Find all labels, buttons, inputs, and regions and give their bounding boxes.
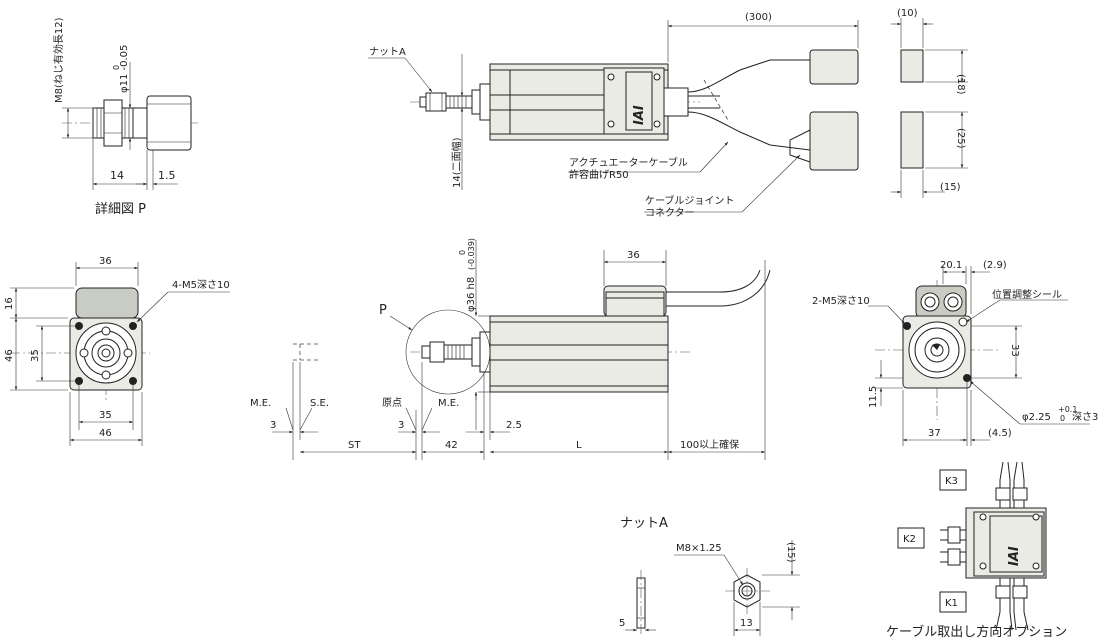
k2-box: [897, 527, 925, 549]
cable-options-title: ケーブル取出し方向オプション: [886, 624, 1067, 640]
joint-connector-label-2: コネクター: [645, 207, 695, 219]
dim-46-h: 46: [99, 428, 112, 439]
dim-35-h: 35: [99, 410, 112, 421]
dim-14-flats: 14(二面幅): [450, 137, 463, 188]
dim-5: 5: [619, 618, 625, 629]
cable-options-view: IAI: [897, 461, 1047, 631]
dim-46-v: 46: [4, 349, 15, 362]
cable-bend-label-2: 許容曲げR50: [569, 168, 629, 181]
dim-st: ST: [348, 440, 361, 451]
dim-25: (25): [955, 128, 966, 149]
m8-thread-label: M8(ねじ有効長12): [52, 17, 65, 103]
p-marker: P: [379, 303, 387, 318]
phi2-25-label: φ2.25: [1022, 412, 1051, 423]
phi2-25-depth: 深さ3: [1072, 411, 1098, 423]
dim-3b: 3: [398, 420, 404, 431]
front-view: [10, 262, 230, 446]
phi2-25-tol: +0.1: [1058, 405, 1077, 414]
phi36-tol: (-0.039): [467, 238, 476, 270]
dim-18: (18): [955, 74, 966, 95]
k3-box: [939, 469, 967, 491]
phi36-label: φ36 h8: [466, 277, 477, 312]
dim-36-front: 36: [99, 256, 112, 267]
dim-300: (300): [745, 12, 772, 23]
nut-a-label: ナットA: [369, 46, 406, 58]
nut-a-title: ナットA: [620, 516, 668, 531]
dim-3a: 3: [270, 420, 276, 431]
dim-42: 42: [445, 440, 458, 451]
cable-bend-label: アクチュエーターケーブル: [569, 156, 688, 169]
dim-37: 37: [928, 428, 941, 439]
phi2-25-tol-bot: 0: [1060, 414, 1065, 423]
k2-label: K2: [903, 534, 916, 545]
dim-15-nut: (15): [785, 542, 796, 563]
me-left-label: M.E.: [250, 398, 271, 409]
dim-10: (10): [897, 8, 918, 19]
dim-20-1: 20.1: [940, 260, 962, 271]
phi11-tol-top: 0: [112, 65, 121, 70]
detail-p-title: 詳細図 P: [95, 201, 146, 217]
k3-label: K3: [945, 476, 958, 487]
dim-l: L: [576, 440, 582, 451]
dim-15-side: (15): [940, 182, 961, 193]
side-view-main: [272, 240, 771, 460]
k1-label: K1: [945, 598, 958, 609]
side-view-top: IAI: [368, 18, 968, 213]
iai-logo-options: IAI: [1007, 546, 1022, 566]
nut-a-detail: [625, 540, 800, 636]
dim-16: 16: [4, 297, 15, 310]
phi36-tol-top: 0: [458, 250, 467, 255]
rear-view: [868, 266, 1090, 446]
dim-36-top: 36: [627, 250, 640, 261]
dim-11-5: 11.5: [868, 386, 879, 408]
k1-box: [939, 591, 967, 613]
dim-33: 33: [1009, 344, 1020, 357]
joint-connector-label: ケーブルジョイント: [645, 194, 734, 207]
origin-label: 原点: [382, 397, 402, 409]
dim-35-v: 35: [30, 349, 41, 362]
dim-2-9: (2.9): [983, 260, 1007, 271]
dim-13: 13: [740, 618, 753, 629]
dim-2-5: 2.5: [506, 420, 522, 431]
dim-4-5: (4.5): [988, 428, 1012, 439]
m5-2-label: 2-M5深さ10: [812, 295, 870, 307]
me-right-label: M.E.: [438, 398, 459, 409]
detail-p-view: [62, 62, 200, 190]
dim-14-p: 14: [110, 169, 124, 182]
iai-logo-top: IAI: [632, 105, 647, 125]
m5-4-label: 4-M5深さ10: [172, 279, 230, 291]
dim-1-5: 1.5: [158, 169, 176, 182]
phi11-label: φ11 -0.05: [119, 45, 130, 93]
dim-100: 100以上確保: [680, 438, 739, 451]
se-label: S.E.: [310, 398, 329, 409]
seal-label: 位置調整シール: [992, 288, 1062, 301]
m8x125-label: M8×1.25: [676, 543, 722, 554]
